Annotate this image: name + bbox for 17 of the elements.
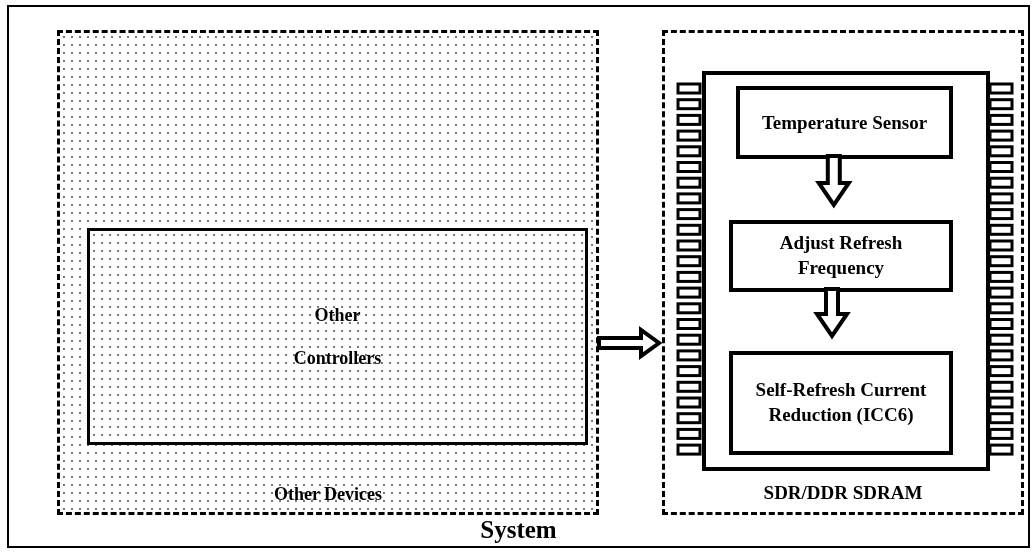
controller-box [87, 228, 588, 445]
block-arrow [597, 326, 663, 360]
node-label: Self-Refresh Current Reduction (ICC6) [754, 378, 928, 427]
node-label: Temperature Sensor [760, 110, 929, 135]
node-label: Other Controllers [292, 303, 383, 370]
node-label: SDR/DDR SDRAM [763, 481, 923, 506]
process-box [736, 86, 953, 159]
block-arrow [813, 287, 851, 340]
device-region [57, 30, 599, 515]
system-boundary [7, 5, 1030, 548]
node-label: System [480, 514, 557, 545]
node-label: Adjust Refresh Frequency [778, 231, 904, 280]
node-label: Other Devices [273, 482, 383, 506]
block-arrow [815, 154, 853, 209]
memory-region [662, 30, 1024, 515]
process-box [729, 220, 953, 292]
process-box [729, 351, 953, 455]
